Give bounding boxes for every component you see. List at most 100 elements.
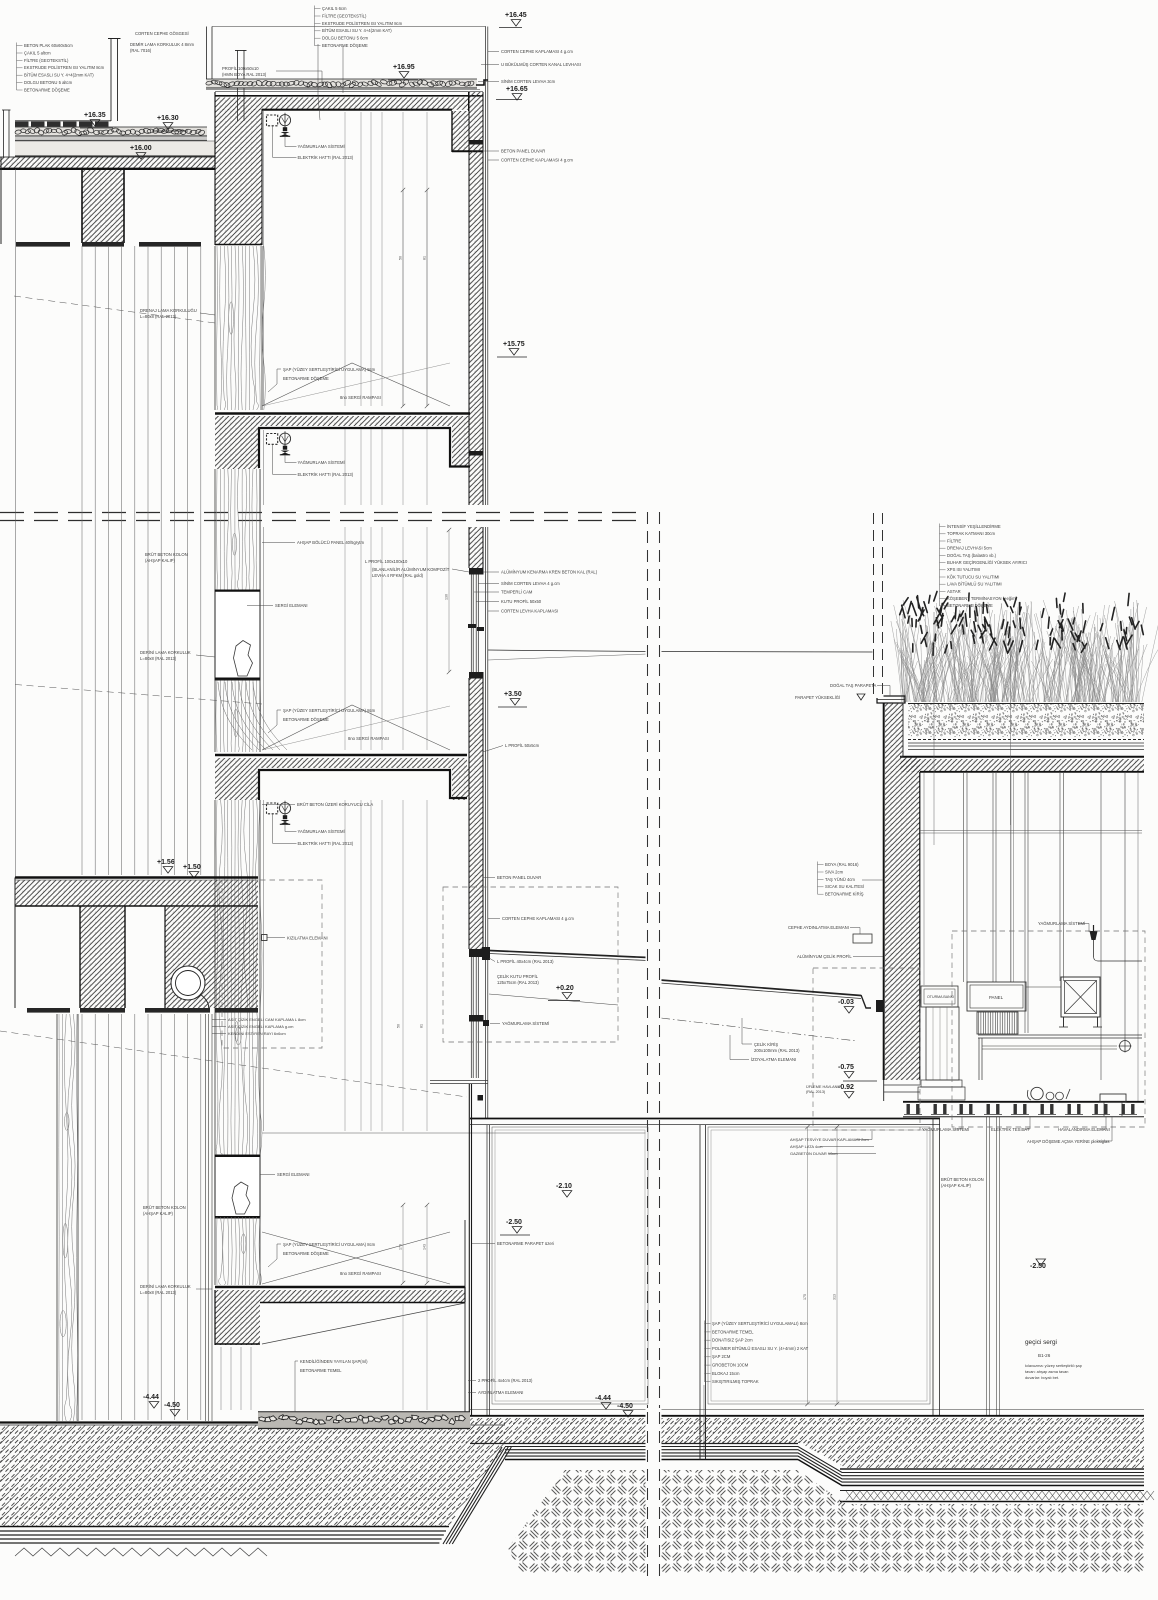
svg-text:200x100mm (RAL 2013): 200x100mm (RAL 2013) xyxy=(754,1048,800,1053)
svg-text:FİLTRE (GEOTEKSTİL): FİLTRE (GEOTEKSTİL) xyxy=(322,13,367,18)
svg-text:ÇAKIL 5 6cm: ÇAKIL 5 6cm xyxy=(322,6,347,11)
svg-text:AHŞAP BÖLÜCÜ PANEL 40/5grytm: AHŞAP BÖLÜCÜ PANEL 40/5grytm xyxy=(297,540,364,545)
svg-text:BETON PANEL DUVAR: BETON PANEL DUVAR xyxy=(501,149,545,154)
svg-text:+15.75: +15.75 xyxy=(503,341,525,348)
svg-text:TEMPERLİ CAM: TEMPERLİ CAM xyxy=(501,590,533,595)
svg-text:kılavuzma: yüzey sertleştiril: kılavuzma: yüzey sertleştirilô şap xyxy=(1025,1363,1082,1368)
svg-text:BRÜT BETON KOLON: BRÜT BETON KOLON xyxy=(143,1205,186,1210)
svg-text:175: 175 xyxy=(803,1294,807,1300)
svg-text:ŞAP (YÜZEY SERTLEŞTİRİCİ UYGUL: ŞAP (YÜZEY SERTLEŞTİRİCİ UYGULAMA) 8cm xyxy=(283,708,376,713)
svg-text:125x75cm (RAL 2013): 125x75cm (RAL 2013) xyxy=(497,980,539,985)
svg-text:SICAK SU KALITESİ: SICAK SU KALITESİ xyxy=(825,884,864,889)
svg-text:+16.45: +16.45 xyxy=(505,12,527,19)
svg-text:DEMİR LAMA KORKULUK 4 8mm: DEMİR LAMA KORKULUK 4 8mm xyxy=(130,42,195,47)
svg-text:ELEKTRİK HATTI (RAL 2013): ELEKTRİK HATTI (RAL 2013) xyxy=(298,841,354,846)
svg-text:8no SERGİ RAMPASI: 8no SERGİ RAMPASI xyxy=(340,1271,381,1276)
svg-text:+16.95: +16.95 xyxy=(393,64,415,71)
svg-text:KÖK TUTUCU SU YALITIMI: KÖK TUTUCU SU YALITIMI xyxy=(947,574,999,579)
svg-text:(RAL 2013): (RAL 2013) xyxy=(806,1090,826,1094)
svg-text:TOPRAK KATMANI 30cm: TOPRAK KATMANI 30cm xyxy=(947,531,996,536)
svg-text:KENDİNİ ESTİREN RAYI 6x6cm: KENDİNİ ESTİREN RAYI 6x6cm xyxy=(228,1031,286,1036)
svg-text:313: 313 xyxy=(833,1294,837,1300)
svg-text:SERGİ ELEMANI: SERGİ ELEMANI xyxy=(275,603,308,608)
svg-text:DERİNİ LAMA KORKULUK: DERİNİ LAMA KORKULUK xyxy=(140,650,191,655)
svg-text:KUTU PROFİL 50x50: KUTU PROFİL 50x50 xyxy=(501,599,542,604)
svg-text:-4.44: -4.44 xyxy=(143,1394,159,1401)
svg-text:LAVA BİTÜMLÜ SU YALITIMI: LAVA BİTÜMLÜ SU YALITIMI xyxy=(947,582,1002,587)
svg-text:+16.65: +16.65 xyxy=(506,86,528,93)
svg-text:BETONARME DÖŞEME: BETONARME DÖŞEME xyxy=(322,43,368,48)
svg-text:OTURMA BANKI: OTURMA BANKI xyxy=(927,995,954,999)
svg-text:DOLGU BETONU 5 altcm: DOLGU BETONU 5 altcm xyxy=(24,80,73,85)
svg-text:ASTAR: ASTAR xyxy=(947,589,961,594)
svg-text:-2.50: -2.50 xyxy=(1030,1263,1046,1270)
svg-text:-0.75: -0.75 xyxy=(838,1064,854,1071)
svg-text:B1-26: B1-26 xyxy=(1038,1353,1051,1358)
svg-text:DOLGU BETONU 5 6cm: DOLGU BETONU 5 6cm xyxy=(322,36,369,41)
svg-text:ÇELİK KİRİŞ: ÇELİK KİRİŞ xyxy=(754,1042,778,1047)
svg-text:FİLTRE (GEOTEKSTİL): FİLTRE (GEOTEKSTİL) xyxy=(24,58,69,63)
svg-text:L PROFİL 100x100x10: L PROFİL 100x100x10 xyxy=(365,559,408,564)
svg-text:EKSTRUDE POLİSTREN ISI YALITIM: EKSTRUDE POLİSTREN ISI YALITIM 8cm xyxy=(322,21,403,26)
svg-text:YAĞMURLAMA SİSTEMİ: YAĞMURLAMA SİSTEMİ xyxy=(298,460,345,465)
svg-text:POLİMER BİTÜMLÜ ESASLI SU Y. (: POLİMER BİTÜMLÜ ESASLI SU Y. (4+4mm) 2 K… xyxy=(712,1346,809,1351)
svg-text:DRENAJ LAMA KORKULUĞU: DRENAJ LAMA KORKULUĞU xyxy=(140,308,197,313)
svg-text:YAĞMURLAMA SİSTEMİ: YAĞMURLAMA SİSTEMİ xyxy=(922,1127,969,1132)
svg-text:81: 81 xyxy=(420,1024,424,1028)
svg-text:ÇELİK KUTU PROFİL: ÇELİK KUTU PROFİL xyxy=(497,974,539,979)
svg-text:ALÜMİNYUM ÇELİK PROFİL: ALÜMİNYUM ÇELİK PROFİL xyxy=(797,954,852,959)
svg-text:ÜFLEME HAVLANIP: ÜFLEME HAVLANIP xyxy=(806,1085,841,1089)
svg-text:DONATISIZ ŞAP 2cm: DONATISIZ ŞAP 2cm xyxy=(712,1338,753,1343)
svg-text:+1.56: +1.56 xyxy=(157,859,175,866)
svg-text:+16.35: +16.35 xyxy=(84,112,106,119)
svg-text:TAŞ YÜNÜ 4cm: TAŞ YÜNÜ 4cm xyxy=(825,877,855,882)
svg-text:2 PROFİL 4x4cm (RAL 2013): 2 PROFİL 4x4cm (RAL 2013) xyxy=(478,1378,533,1383)
svg-text:İNTENSİF YEŞİLLENDİRME: İNTENSİF YEŞİLLENDİRME xyxy=(947,524,1001,529)
svg-text:81: 81 xyxy=(423,256,427,260)
svg-text:BETONARME DÖŞEME: BETONARME DÖŞEME xyxy=(283,1251,329,1256)
svg-text:(AHŞAP KALIP): (AHŞAP KALIP) xyxy=(941,1183,972,1188)
svg-text:BOYA (RAL 9016): BOYA (RAL 9016) xyxy=(825,862,859,867)
svg-text:CORTEN CEPHE KAPLAMASI 4 g.cm: CORTEN CEPHE KAPLAMASI 4 g.cm xyxy=(501,49,573,54)
svg-text:PANEL: PANEL xyxy=(989,995,1004,1000)
svg-text:ŞAP 2CM: ŞAP 2CM xyxy=(712,1354,731,1359)
svg-text:DERİNİ LAMA KORKULUK: DERİNİ LAMA KORKULUK xyxy=(140,1284,191,1289)
svg-text:HAVALANDIRMA ELEMANI: HAVALANDIRMA ELEMANI xyxy=(1058,1127,1110,1132)
svg-text:BETONARME DÖŞEME: BETONARME DÖŞEME xyxy=(24,87,70,92)
svg-text:173: 173 xyxy=(399,1244,403,1250)
svg-text:FİLTRE: FİLTRE xyxy=(947,538,961,543)
svg-text:İZOYALATMA ELEMANI: İZOYALATMA ELEMANI xyxy=(751,1057,796,1062)
svg-text:U BÜKÜLMÜŞ CORTEN KANAL LEVHAS: U BÜKÜLMÜŞ CORTEN KANAL LEVHASI xyxy=(501,62,581,67)
svg-text:SİNİM CORTEN LEVHA 4 g.cm: SİNİM CORTEN LEVHA 4 g.cm xyxy=(501,581,560,586)
svg-text:CORTEN CEPHE KAPLAMASI 4 g.cm: CORTEN CEPHE KAPLAMASI 4 g.cm xyxy=(501,158,573,163)
svg-text:BETON PANEL DUVAR: BETON PANEL DUVAR xyxy=(497,875,541,880)
svg-text:AYDINLATMA ELEMANI: AYDINLATMA ELEMANI xyxy=(478,1390,523,1395)
svg-text:YAĞMURLAMA SİSTEMİ: YAĞMURLAMA SİSTEMİ xyxy=(1038,921,1085,926)
svg-text:ÇAKIL 5 altcm: ÇAKIL 5 altcm xyxy=(24,50,51,55)
svg-text:(HMN BOYA RAL 2013): (HMN BOYA RAL 2013) xyxy=(222,72,267,77)
svg-text:BLOKAJ 15cm: BLOKAJ 15cm xyxy=(712,1371,740,1376)
svg-text:ŞAP (YÜZEY SERTLEŞTİRİCİ UYGUL: ŞAP (YÜZEY SERTLEŞTİRİCİ UYGULAMA) 8cm xyxy=(283,367,376,372)
svg-text:KIZILATMA ELEMANI: KIZILATMA ELEMANI xyxy=(287,936,328,941)
svg-text:(RAL 7016): (RAL 7016) xyxy=(130,48,152,53)
svg-text:YAĞMURLAMA SİSTEMİ: YAĞMURLAMA SİSTEMİ xyxy=(298,144,345,149)
svg-text:BRÜT BETON KOLON: BRÜT BETON KOLON xyxy=(941,1177,984,1182)
svg-text:L PROFİL 50x5cm: L PROFİL 50x5cm xyxy=(505,743,540,748)
svg-text:PARAPET YÜKSEKLİĞİ: PARAPET YÜKSEKLİĞİ xyxy=(795,695,840,700)
svg-text:BRÜT BETON KOLON: BRÜT BETON KOLON xyxy=(145,552,188,557)
svg-text:ŞAP (YÜZEY SERTLEŞTİRİCİ UYGUL: ŞAP (YÜZEY SERTLEŞTİRİCİ UYGULAMA) 8cm xyxy=(283,1242,376,1247)
svg-text:duvarlar: boyalı bet.: duvarlar: boyalı bet. xyxy=(1025,1375,1059,1380)
svg-text:-4.50: -4.50 xyxy=(164,1402,180,1409)
svg-text:GROBETON 10CM: GROBETON 10CM xyxy=(712,1363,749,1368)
svg-text:L PROFİL 40x4cm (RAL 2013): L PROFİL 40x4cm (RAL 2013) xyxy=(497,959,554,964)
svg-text:8no SERGİ RAMPASI: 8no SERGİ RAMPASI xyxy=(348,736,389,741)
svg-text:geçici sergi: geçici sergi xyxy=(1025,1339,1057,1346)
svg-text:-4.44: -4.44 xyxy=(595,1395,611,1402)
svg-text:BRÜT BETON ÜZERİ KORUYUCU CİLA: BRÜT BETON ÜZERİ KORUYUCU CİLA xyxy=(297,802,373,807)
svg-text:+3.50: +3.50 xyxy=(504,691,522,698)
svg-text:BUHAR GEÇİRGENLİĞİ YÜKSEK AYIR: BUHAR GEÇİRGENLİĞİ YÜKSEK AYIRICI xyxy=(947,560,1027,565)
svg-text:AHŞAP DÖŞEME AÇMA YERİNE pleks: AHŞAP DÖŞEME AÇMA YERİNE pleksiglas xyxy=(1027,1139,1109,1144)
svg-text:+1.50: +1.50 xyxy=(183,864,201,871)
svg-text:BİTÜM ESASLI SU Y. 4+4(2mm KAT: BİTÜM ESASLI SU Y. 4+4(2mm KAT) xyxy=(24,73,94,78)
svg-text:SERGİ ELEMANI: SERGİ ELEMANI xyxy=(277,1172,310,1177)
